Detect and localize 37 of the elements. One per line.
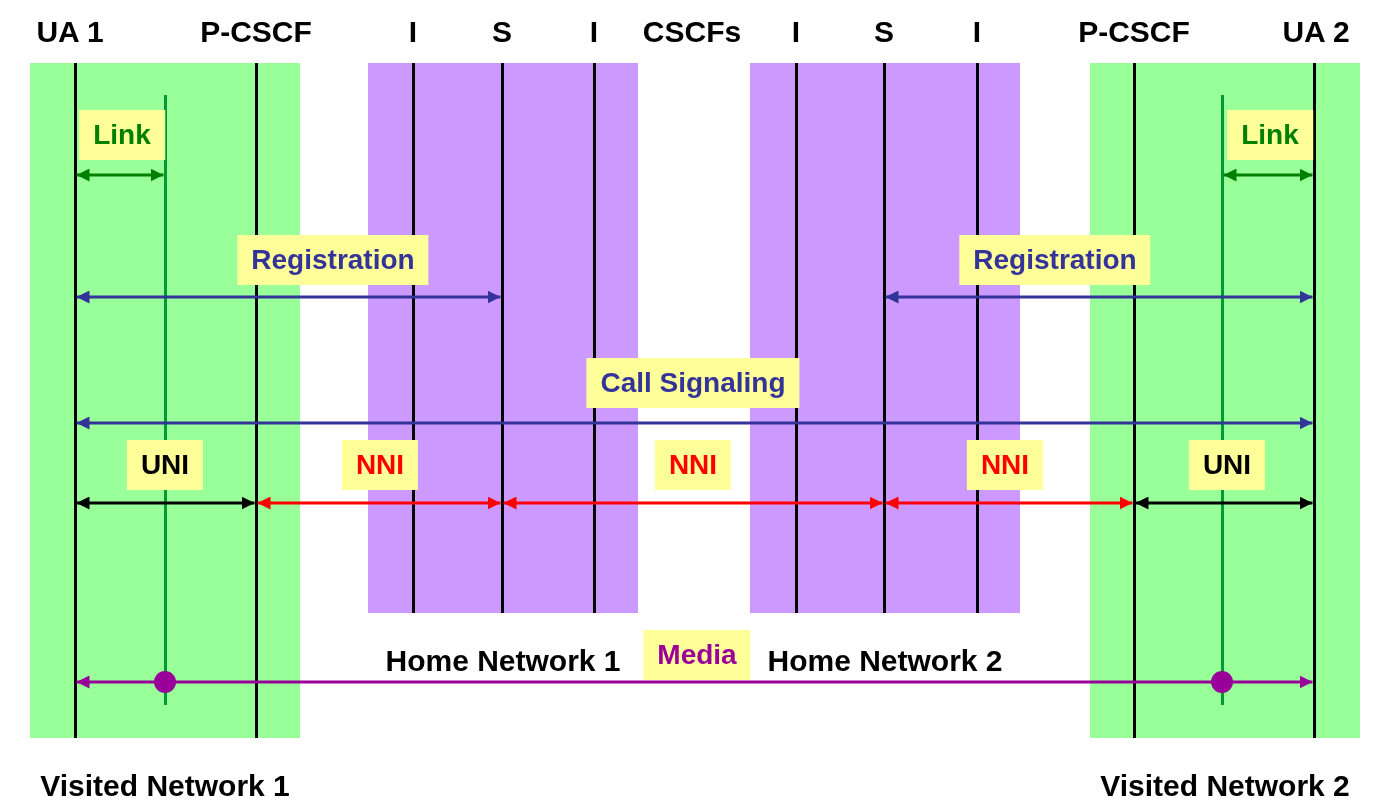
double-arrow [1223, 168, 1313, 182]
entity-label: P-CSCF [200, 14, 312, 50]
entity-label: UA 1 [36, 14, 104, 50]
entity-label: UA 2 [1282, 14, 1350, 50]
edge-label: Link [79, 110, 165, 160]
zone-label: Home Network 2 [767, 643, 1003, 679]
double-arrow [257, 496, 501, 510]
entity-label: I [408, 14, 418, 50]
double-arrow [885, 496, 1133, 510]
zone-label: Visited Network 2 [1100, 768, 1350, 803]
double-arrow [76, 416, 1313, 430]
edge-label: Call Signaling [586, 358, 800, 408]
zone-label: Visited Network 1 [40, 768, 290, 803]
edge-label: Media [643, 630, 751, 680]
double-arrow [76, 168, 164, 182]
edge-label: UNI [126, 440, 204, 490]
edge-label: NNI [341, 440, 419, 490]
entity-label: S [874, 14, 894, 50]
edge-label: UNI [1188, 440, 1266, 490]
double-arrow [503, 496, 883, 510]
entity-label: S [492, 14, 512, 50]
entity-label: I [589, 14, 599, 50]
edge-label: NNI [654, 440, 732, 490]
entity-label: P-CSCF [1078, 14, 1190, 50]
edge-label: Registration [237, 235, 429, 285]
entity-label: I [972, 14, 982, 50]
double-arrow [76, 675, 1313, 689]
double-arrow [76, 496, 255, 510]
double-arrow [885, 290, 1313, 304]
double-arrow [1135, 496, 1313, 510]
header-label: CSCFs [642, 14, 742, 50]
edge-label: NNI [966, 440, 1044, 490]
edge-label: Registration [959, 235, 1151, 285]
edge-label: Link [1227, 110, 1313, 160]
entity-label: I [791, 14, 801, 50]
double-arrow [76, 290, 501, 304]
zone-label: Home Network 1 [385, 643, 621, 679]
